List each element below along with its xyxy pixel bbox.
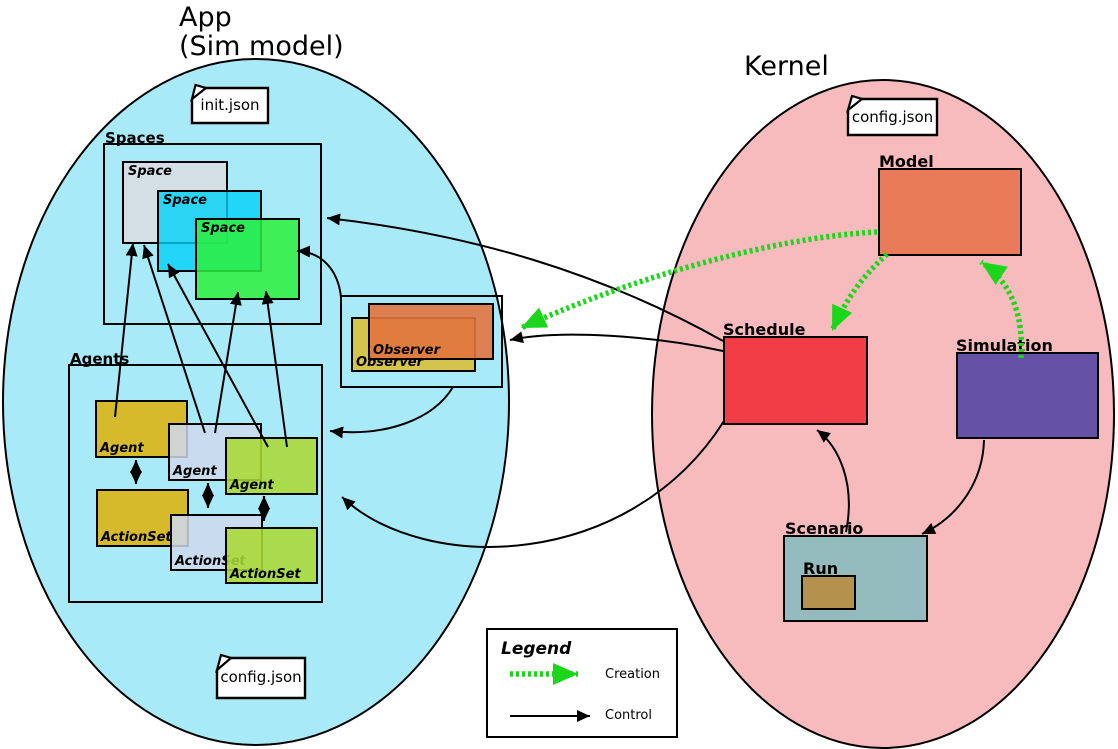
run-label: Run — [803, 559, 839, 578]
space-box-3: Space — [195, 218, 300, 300]
agents-container: Agent Agent Agent ActionSet ActionSet Ac… — [68, 364, 323, 603]
agent-box-3: Agent — [225, 437, 318, 495]
agent-1-label: Agent — [100, 441, 144, 456]
legend-control-label: Control — [605, 708, 652, 723]
legend-title: Legend — [501, 639, 572, 659]
observer-container: Observer Observer — [340, 295, 503, 388]
actionset-box-3: ActionSet — [225, 527, 318, 584]
app-config-json-label: config.json — [220, 668, 302, 686]
legend: Legend Creation Cont — [486, 628, 678, 738]
simulation-box — [956, 352, 1099, 439]
app-title-line1: App — [179, 2, 232, 33]
app-title: App (Sim model) — [179, 3, 344, 61]
legend-creation-arrow-icon — [506, 662, 606, 686]
model-label: Model — [879, 152, 934, 171]
space-1-label: Space — [128, 164, 172, 179]
actionset-1-label: ActionSet — [101, 530, 172, 545]
kernel-title: Kernel — [744, 51, 829, 82]
agents-group-label: Agents — [70, 350, 130, 368]
scenario-label: Scenario — [785, 519, 864, 538]
run-box — [801, 575, 856, 610]
observer-box-front: Observer — [368, 303, 494, 360]
agent-3-label: Agent — [230, 478, 274, 493]
legend-control-arrow-icon — [506, 704, 606, 728]
spaces-group-label: Spaces — [105, 129, 165, 147]
app-config-json-note-icon — [215, 653, 307, 700]
simulation-label: Simulation — [956, 336, 1053, 355]
actionset-3-label: ActionSet — [230, 567, 301, 582]
agent-2-label: Agent — [173, 464, 217, 479]
app-title-line2: (Sim model) — [179, 31, 344, 62]
model-box — [878, 168, 1022, 256]
kernel-config-json-note-icon — [846, 94, 939, 137]
space-2-label: Space — [163, 193, 207, 208]
legend-creation-label: Creation — [605, 667, 661, 682]
init-json-label: init.json — [200, 96, 260, 114]
kernel-config-json-label: config.json — [851, 108, 934, 126]
schedule-label: Schedule — [723, 320, 806, 339]
space-3-label: Space — [201, 221, 245, 236]
observer-front-label: Observer — [373, 343, 441, 358]
init-json-note-icon — [190, 83, 270, 125]
schedule-box — [723, 336, 868, 425]
spaces-container: Space Space Space — [103, 143, 322, 325]
